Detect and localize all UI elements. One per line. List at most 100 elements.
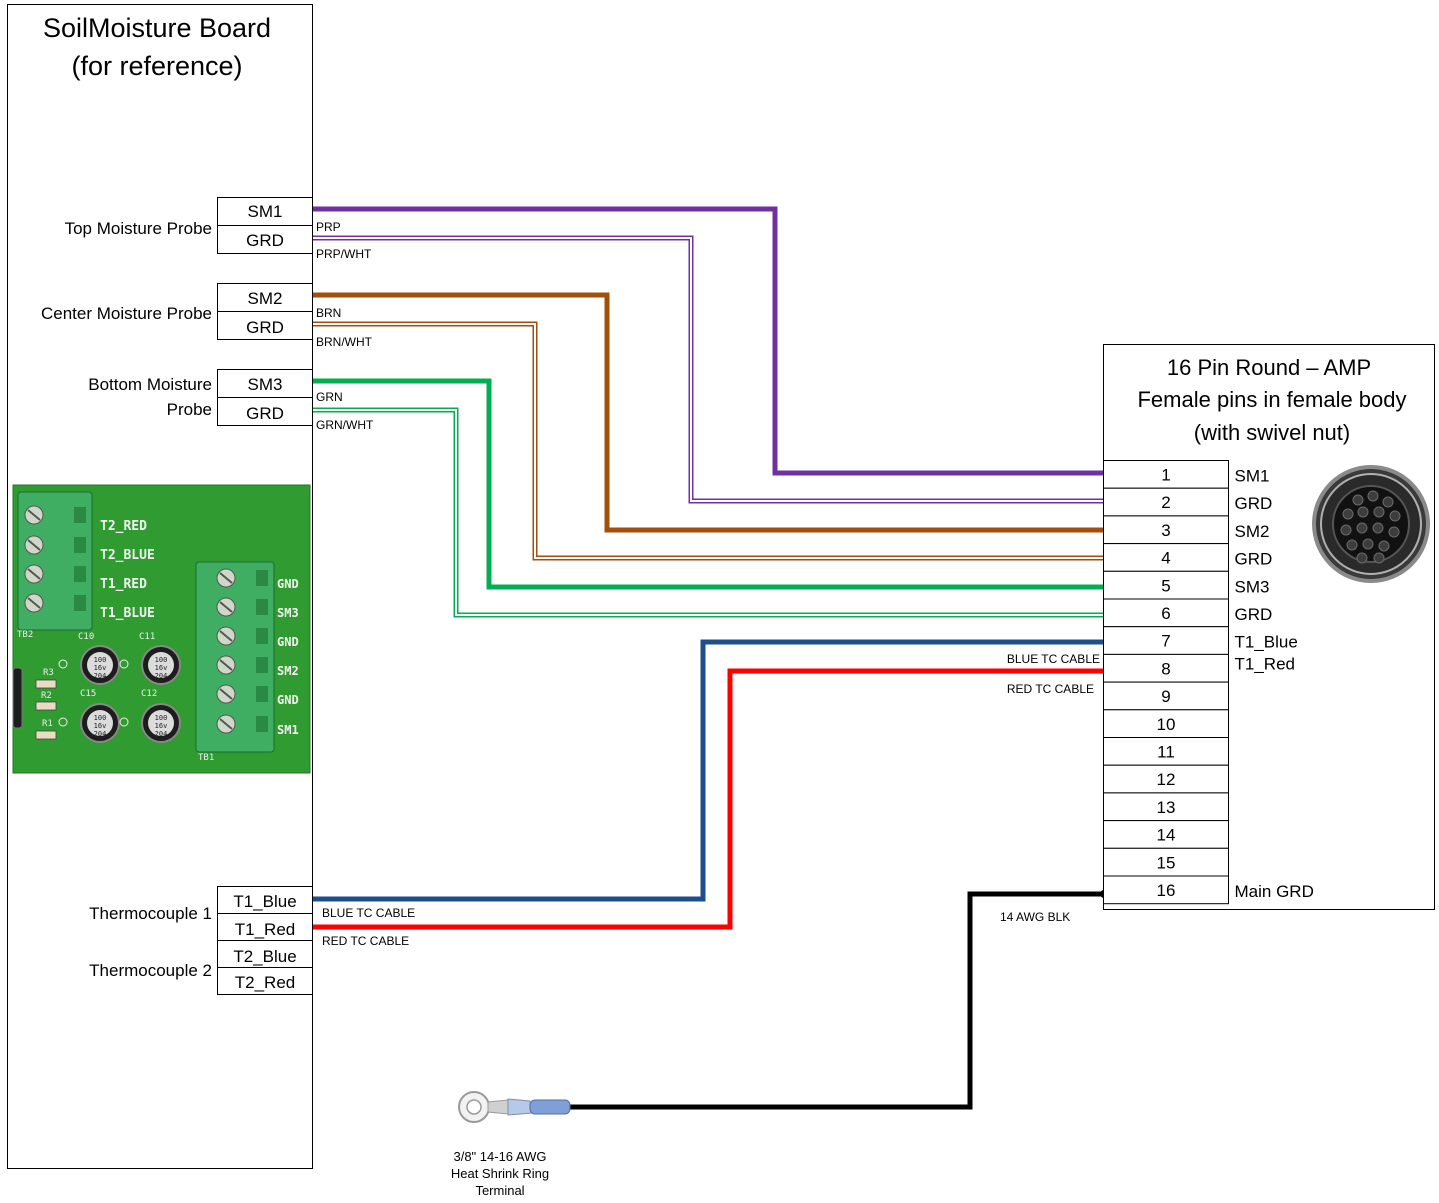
pin-signal: T1_Blue bbox=[1235, 633, 1298, 652]
pin-signal: SM1 bbox=[1235, 467, 1270, 486]
board-terminal-grd-1: GRD bbox=[217, 225, 313, 254]
pin-signal: GRD bbox=[1235, 550, 1273, 569]
connector-title-line3: (with swivel nut) bbox=[1194, 420, 1350, 445]
ring-terminal-label-2: Heat Shrink Ring bbox=[451, 1166, 549, 1181]
pin-signal: GRD bbox=[1235, 494, 1273, 513]
wire-prp bbox=[313, 206, 1104, 476]
pcb-label: SM1 bbox=[277, 723, 299, 737]
pcb-right-labels: GND SM3 GND SM2 GND SM1 bbox=[277, 577, 299, 737]
pin-signal: SM3 bbox=[1235, 577, 1270, 596]
pcb-label: SM2 bbox=[277, 664, 299, 678]
wire-blk bbox=[565, 891, 1104, 1110]
pin-signal: SM2 bbox=[1235, 522, 1270, 541]
pcb-label: T2_BLUE bbox=[100, 548, 155, 563]
terminal-label: T1_Red bbox=[235, 920, 295, 939]
wire-blue-tc bbox=[313, 639, 1104, 902]
pin-number: 2 bbox=[1161, 493, 1170, 512]
board-terminal-t2-blue: T2_Blue bbox=[217, 940, 313, 968]
connector-pin-7: 7 T1_Blue bbox=[1103, 626, 1298, 655]
pcb-component-label: TB2 bbox=[17, 630, 33, 640]
board-terminal-t1-blue: T1_Blue bbox=[217, 886, 313, 914]
cap-text: 100 bbox=[155, 656, 168, 664]
wire-label-blue-tc-right: BLUE TC CABLE bbox=[1007, 652, 1100, 666]
pcb-label: GND bbox=[277, 577, 299, 591]
pcb-capacitor-text: 100 16v 204 100 16v 204 100 16v 204 100 … bbox=[94, 656, 168, 738]
pcb-label: SM3 bbox=[277, 606, 299, 620]
connector-pin-9: 9 bbox=[1103, 681, 1229, 711]
pcb-label: GND bbox=[277, 635, 299, 649]
wire-prp-wht bbox=[313, 235, 1104, 504]
terminal-label: GRD bbox=[246, 231, 284, 250]
connector-pin-15: 15 bbox=[1103, 847, 1229, 877]
pin-number: 4 bbox=[1161, 549, 1170, 568]
board-terminal-t1-red: T1_Red bbox=[217, 913, 313, 941]
pin-signal: Main GRD bbox=[1235, 882, 1314, 901]
cap-text: 100 bbox=[94, 714, 107, 722]
wire-label-prp-wht: PRP/WHT bbox=[316, 247, 372, 261]
connector-pin-12: 12 bbox=[1103, 764, 1229, 794]
pcb-component-label: C11 bbox=[139, 632, 155, 642]
pin-number: 6 bbox=[1161, 604, 1170, 623]
connector-pin-8: 8 T1_Red bbox=[1103, 653, 1295, 683]
wire-grn bbox=[313, 378, 1104, 590]
wire-label-blue-tc-left: BLUE TC CABLE bbox=[322, 906, 415, 920]
wire-label-grn-wht: GRN/WHT bbox=[316, 418, 374, 432]
pcb-chip bbox=[12, 667, 23, 729]
pin-number: 11 bbox=[1157, 743, 1175, 762]
cap-text: 16v bbox=[94, 722, 107, 730]
terminal-label: T2_Red bbox=[235, 973, 295, 992]
connector-pin-13: 13 bbox=[1103, 792, 1229, 822]
cap-text: 204 bbox=[155, 730, 168, 738]
wire-label-prp: PRP bbox=[316, 220, 341, 234]
pcb-photo: T2_RED T2_BLUE T1_RED T1_BLUE GND SM3 GN… bbox=[12, 484, 311, 774]
pcb-component-label: C12 bbox=[141, 689, 157, 699]
pin-number: 9 bbox=[1161, 687, 1170, 706]
label-thermocouple-1: Thermocouple 1 bbox=[89, 904, 212, 923]
connector-title-line2: Female pins in female body bbox=[1137, 387, 1406, 412]
pcb-component-label: TB1 bbox=[198, 753, 214, 763]
wire-label-blk: 14 AWG BLK bbox=[1000, 910, 1070, 924]
cap-text: 204 bbox=[155, 672, 168, 680]
cap-text: 100 bbox=[155, 714, 168, 722]
pin-number: 8 bbox=[1161, 659, 1170, 678]
pin-signal: T1_Red bbox=[1235, 654, 1295, 673]
ring-terminal-label-3: Terminal bbox=[475, 1183, 524, 1198]
cap-text: 16v bbox=[155, 664, 168, 672]
terminal-label: GRD bbox=[246, 404, 284, 423]
pin-number: 7 bbox=[1161, 632, 1170, 651]
wires bbox=[313, 206, 1108, 1110]
pin-number: 12 bbox=[1157, 770, 1176, 789]
connector-pin-16: 16 Main GRD bbox=[1103, 875, 1314, 905]
cap-text: 204 bbox=[94, 730, 107, 738]
label-bottom-moisture-probe-1: Bottom Moisture bbox=[88, 375, 212, 394]
pin-signal: GRD bbox=[1235, 605, 1273, 624]
pcb-label: GND bbox=[277, 693, 299, 707]
board-terminal-grd-3: GRD bbox=[217, 397, 313, 426]
wire-label-brn-wht: BRN/WHT bbox=[316, 335, 373, 349]
pin-number: 14 bbox=[1157, 826, 1176, 845]
board-terminal-grd-2: GRD bbox=[217, 311, 313, 340]
pin-number: 15 bbox=[1157, 853, 1176, 872]
pcb-label: T2_RED bbox=[100, 519, 147, 534]
board-terminal-sm1: SM1 bbox=[217, 197, 313, 226]
board-terminal-t2-red: T2_Red bbox=[217, 967, 313, 995]
pcb-label: T1_RED bbox=[100, 577, 147, 592]
cap-text: 204 bbox=[94, 672, 107, 680]
cap-text: 16v bbox=[94, 664, 107, 672]
wire-label-red-tc-right: RED TC CABLE bbox=[1007, 682, 1094, 696]
pin-number: 16 bbox=[1157, 881, 1176, 900]
pcb-component-label: C15 bbox=[80, 689, 96, 699]
ring-terminal-icon bbox=[458, 1091, 571, 1123]
pcb-component-label: R3 bbox=[43, 668, 54, 678]
wire-label-brn: BRN bbox=[316, 306, 341, 320]
board-terminal-sm3: SM3 bbox=[217, 369, 313, 398]
connector-pin-14: 14 bbox=[1103, 820, 1229, 849]
wire-label-grn: GRN bbox=[316, 390, 343, 404]
label-thermocouple-2: Thermocouple 2 bbox=[89, 961, 212, 980]
wire-brn-wht bbox=[313, 321, 1104, 561]
ring-terminal-label-1: 3/8" 14-16 AWG bbox=[453, 1149, 546, 1164]
